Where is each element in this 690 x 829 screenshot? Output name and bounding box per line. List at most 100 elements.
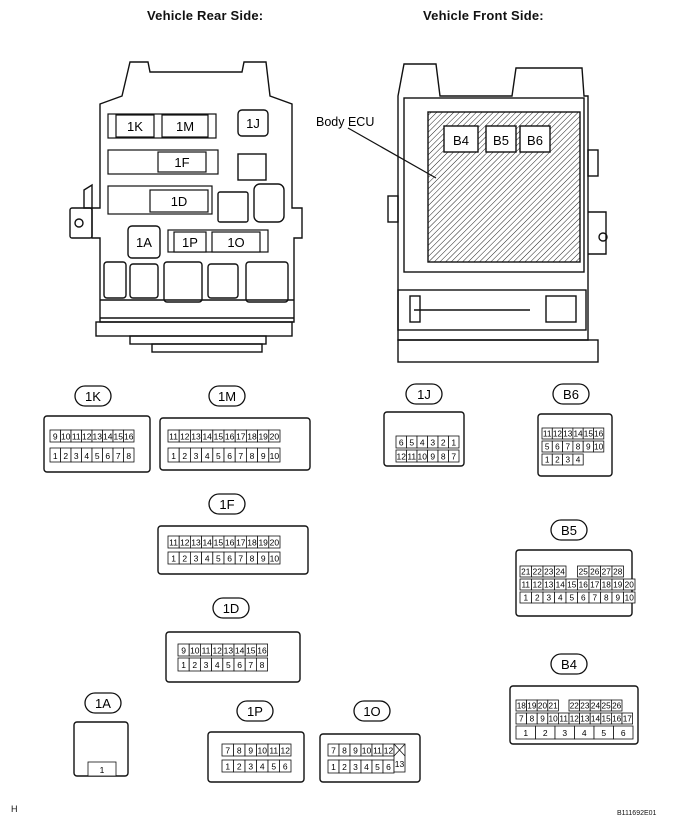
pin-number: 18 <box>602 581 612 590</box>
pin-number: 8 <box>126 451 131 461</box>
pin-cell <box>448 435 460 449</box>
pin-number: 12 <box>384 745 394 755</box>
pin-number: 22 <box>570 702 580 711</box>
connector-label: 1J <box>417 387 431 402</box>
pin-number: 17 <box>236 537 246 547</box>
pin-number: 4 <box>215 660 220 670</box>
pin-number: 16 <box>124 431 134 441</box>
pin-number: 14 <box>591 715 601 724</box>
pin-number: 7 <box>248 660 253 670</box>
connector-1A: 1A1 <box>73 692 129 777</box>
pin-cell <box>393 743 406 773</box>
pin-number: 1 <box>451 437 456 447</box>
pin-number: 10 <box>258 745 268 755</box>
pin-number: 10 <box>61 431 71 441</box>
pin-number: 9 <box>430 451 435 461</box>
pin-number: 9 <box>248 745 253 755</box>
pin-number: 6 <box>386 762 391 772</box>
pin-number: 17 <box>623 715 633 724</box>
pin-number: 4 <box>576 456 581 465</box>
pin-number: 20 <box>270 537 280 547</box>
pin-number: 8 <box>530 715 535 724</box>
pin-number: 2 <box>342 762 347 772</box>
pin-cell <box>268 551 281 565</box>
pin-number: 13 <box>224 645 234 655</box>
pin-cell <box>611 699 623 712</box>
pin-cell <box>611 565 624 578</box>
pin-number: 11 <box>169 537 178 547</box>
pin-number: 5 <box>409 437 414 447</box>
pin-number: 23 <box>544 568 554 577</box>
connector-label: 1F <box>219 497 234 512</box>
ecu-label: Body ECU <box>316 115 374 129</box>
connector-housing <box>43 415 151 473</box>
front-label-B6: B6 <box>527 133 543 148</box>
connector-label: 1P <box>247 704 263 719</box>
pin-number: 22 <box>533 568 543 577</box>
pin-number: 9 <box>353 745 358 755</box>
pin-number: 19 <box>258 431 268 441</box>
pin-number: 3 <box>248 761 253 771</box>
rear-side-heading: Vehicle Rear Side: <box>147 8 264 23</box>
connector-housing <box>319 733 421 783</box>
pin-number: 16 <box>594 430 604 439</box>
pin-number: 1 <box>331 762 336 772</box>
pin-number: 4 <box>205 451 210 461</box>
pin-number: 2 <box>237 761 242 771</box>
front-side-heading: Vehicle Front Side: <box>423 8 544 23</box>
pin-number: 13 <box>93 431 103 441</box>
pin-number: 14 <box>573 430 583 439</box>
connector-label: 1K <box>85 389 101 404</box>
pin-number: 3 <box>194 553 199 563</box>
pin-number: 8 <box>604 594 609 603</box>
pin-number: 27 <box>602 568 612 577</box>
figure-id: B111692E01 <box>617 810 657 817</box>
pin-number: 10 <box>270 553 280 563</box>
pin-number: 7 <box>451 451 456 461</box>
connector-label-bubble <box>405 383 443 405</box>
connector-label-bubble <box>208 493 246 515</box>
connector-label: 1M <box>218 389 236 404</box>
pin-number: 3 <box>194 451 199 461</box>
pin-cell <box>613 725 634 740</box>
front-junction-block <box>387 63 608 363</box>
pin-number: 5 <box>271 761 276 771</box>
pin-cell <box>593 440 605 453</box>
pin-cell <box>268 447 281 463</box>
pin-number: 11 <box>543 430 552 439</box>
pin-number: 7 <box>331 745 336 755</box>
pin-number: 18 <box>247 537 257 547</box>
pin-number: 1 <box>225 761 230 771</box>
connector-label-bubble <box>353 700 391 722</box>
pin-number: 6 <box>105 451 110 461</box>
pin-number: 9 <box>540 715 545 724</box>
connector-label-bubble <box>552 383 590 405</box>
pin-cell <box>123 429 135 443</box>
pin-number: 6 <box>581 594 586 603</box>
pin-number: 7 <box>592 594 597 603</box>
pin-number: 11 <box>202 645 211 655</box>
connector-label: 1O <box>363 704 380 719</box>
pin-number: 21 <box>549 702 559 711</box>
pin-number: 6 <box>227 553 232 563</box>
pin-cell <box>279 743 292 757</box>
pin-number: 9 <box>181 645 186 655</box>
pin-number: 15 <box>584 430 594 439</box>
connector-housing <box>509 685 639 745</box>
pin-number: 12 <box>180 431 190 441</box>
pin-number: 1 <box>523 728 528 738</box>
rear-label-1F: 1F <box>174 155 189 170</box>
pin-number: 6 <box>237 660 242 670</box>
pin-cell <box>621 712 634 725</box>
pin-number: 13 <box>563 430 573 439</box>
pin-number: 19 <box>613 581 623 590</box>
pin-number: 20 <box>538 702 548 711</box>
rear-label-1O: 1O <box>227 235 244 250</box>
pin-number: 12 <box>553 430 563 439</box>
connector-housing <box>207 731 305 783</box>
pin-number: 15 <box>214 537 224 547</box>
